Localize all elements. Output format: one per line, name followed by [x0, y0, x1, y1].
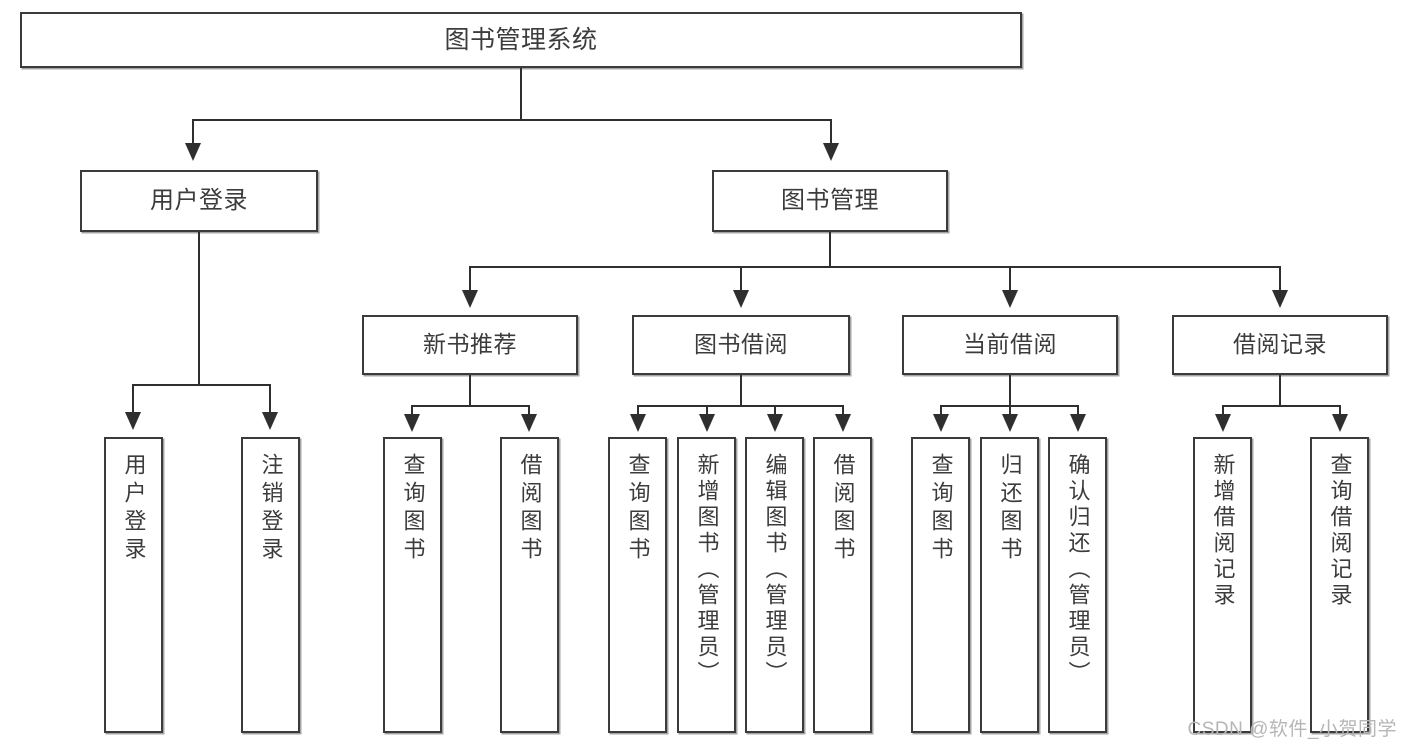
node-label: 归还图书 — [997, 453, 1023, 565]
connector-bb-drop-2 — [706, 405, 708, 417]
connector-bb-drop-4 — [842, 405, 844, 417]
leaf-return-book[interactable]: 归还图书 — [980, 437, 1039, 733]
leaf-add-borrow-record[interactable]: 新增借阅记录 — [1193, 437, 1252, 733]
connector-bb-drop-1 — [637, 405, 639, 417]
connector-book-mgmt-stem — [829, 232, 831, 267]
connector-user-login-stem — [198, 232, 200, 385]
arrowhead-bb-leaf-1 — [630, 414, 646, 432]
arrowhead-leaf-user-login — [125, 412, 141, 430]
connector-cb-drop-1 — [940, 405, 942, 417]
connector-book-borrow-bus — [637, 405, 844, 407]
arrowhead-new-book — [462, 290, 478, 308]
leaf-query-book-current[interactable]: 查询图书 — [911, 437, 970, 733]
connector-book-borrow-stem — [740, 375, 742, 406]
connector-borrow-record-bus — [1222, 405, 1340, 407]
arrowhead-nb-leaf-1 — [404, 414, 420, 432]
connector-br-drop-1 — [1222, 405, 1224, 417]
leaf-edit-book-admin[interactable]: 编辑图书（管理员） — [745, 437, 804, 733]
node-book-management[interactable]: 图书管理 — [712, 170, 948, 232]
arrowhead-nb-leaf-2 — [521, 414, 537, 432]
leaf-add-book-admin[interactable]: 新增图书（管理员） — [677, 437, 736, 733]
node-label: 新书推荐 — [423, 331, 517, 358]
node-label: 图书管理系统 — [444, 26, 598, 54]
node-current-borrow[interactable]: 当前借阅 — [902, 315, 1118, 375]
connector-current-borrow-stem — [1009, 375, 1011, 406]
node-book-borrow[interactable]: 图书借阅 — [632, 315, 850, 375]
leaf-confirm-return-admin[interactable]: 确认归还（管理员） — [1048, 437, 1107, 733]
connector-borrow-record-stem — [1279, 375, 1281, 406]
connector-root-stem — [520, 68, 522, 120]
node-label: 查询借阅记录 — [1327, 453, 1353, 609]
arrowhead-user-login — [185, 143, 201, 161]
node-root-system[interactable]: 图书管理系统 — [20, 12, 1022, 68]
arrowhead-br-leaf-2 — [1332, 414, 1348, 432]
connector-new-book-drop-2 — [528, 405, 530, 417]
node-label: 查询图书 — [625, 453, 651, 565]
node-label: 确认归还（管理员） — [1065, 453, 1091, 687]
node-label: 用户登录 — [121, 453, 147, 565]
connector-new-book-bus — [411, 405, 529, 407]
connector-new-book-stem — [469, 375, 471, 406]
arrowhead-book-borrow — [733, 290, 749, 308]
node-label: 借阅图书 — [517, 453, 543, 565]
arrowhead-cb-leaf-1 — [933, 414, 949, 432]
connector-cb-drop-2 — [1009, 405, 1011, 417]
node-label: 编辑图书（管理员） — [762, 453, 788, 687]
node-label: 借阅记录 — [1233, 331, 1327, 358]
connector-root-bus — [192, 119, 832, 121]
arrowhead-cb-leaf-3 — [1070, 414, 1086, 432]
leaf-query-book-borrow[interactable]: 查询图书 — [608, 437, 667, 733]
node-label: 查询图书 — [400, 453, 426, 565]
node-label: 新增图书（管理员） — [694, 453, 720, 687]
node-user-login[interactable]: 用户登录 — [80, 170, 318, 232]
arrowhead-cb-leaf-2 — [1002, 414, 1018, 432]
arrowhead-leaf-logout — [262, 412, 278, 430]
arrowhead-current-borrow — [1002, 290, 1018, 308]
connector-root-to-book-mgmt — [830, 119, 832, 145]
connector-to-current-borrow — [1009, 266, 1011, 292]
arrowhead-bb-leaf-4 — [835, 414, 851, 432]
connector-to-book-borrow — [740, 266, 742, 292]
leaf-query-borrow-record[interactable]: 查询借阅记录 — [1310, 437, 1369, 733]
connector-bb-drop-3 — [774, 405, 776, 417]
leaf-query-book-new[interactable]: 查询图书 — [383, 437, 442, 733]
arrowhead-bb-leaf-2 — [699, 414, 715, 432]
connector-cb-drop-3 — [1077, 405, 1079, 417]
node-borrow-record[interactable]: 借阅记录 — [1172, 315, 1388, 375]
connector-to-borrow-record — [1279, 266, 1281, 292]
arrowhead-br-leaf-1 — [1215, 414, 1231, 432]
connector-user-login-bus — [132, 384, 270, 386]
node-label: 查询图书 — [928, 453, 954, 565]
connector-book-mgmt-bus — [469, 266, 1281, 268]
arrowhead-book-mgmt — [823, 143, 839, 161]
node-label: 图书管理 — [781, 186, 879, 214]
connector-root-to-user-login — [192, 119, 194, 145]
connector-to-new-book — [469, 266, 471, 292]
node-label: 当前借阅 — [963, 331, 1057, 358]
leaf-borrow-book-new[interactable]: 借阅图书 — [500, 437, 559, 733]
leaf-logout[interactable]: 注销登录 — [241, 437, 300, 733]
connector-user-login-drop-1 — [132, 384, 134, 414]
node-label: 借阅图书 — [830, 453, 856, 565]
connector-br-drop-2 — [1339, 405, 1341, 417]
leaf-user-login[interactable]: 用户登录 — [104, 437, 163, 733]
node-label: 注销登录 — [258, 453, 284, 565]
connector-new-book-drop-1 — [411, 405, 413, 417]
node-label: 用户登录 — [150, 186, 248, 214]
connector-user-login-drop-2 — [269, 384, 271, 414]
leaf-borrow-book[interactable]: 借阅图书 — [813, 437, 872, 733]
arrowhead-bb-leaf-3 — [767, 414, 783, 432]
arrowhead-borrow-record — [1272, 290, 1288, 308]
node-new-book-recommend[interactable]: 新书推荐 — [362, 315, 578, 375]
node-label: 图书借阅 — [694, 331, 788, 358]
node-label: 新增借阅记录 — [1210, 453, 1236, 609]
